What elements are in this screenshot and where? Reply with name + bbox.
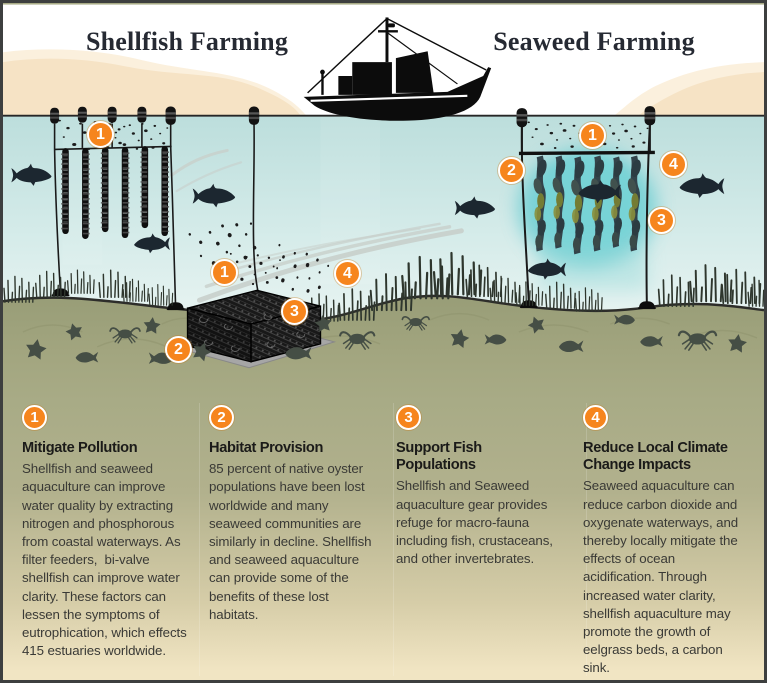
- marker-cage-habitat: 2: [165, 336, 192, 363]
- marker-seaweed-pollution: 1: [579, 122, 606, 149]
- current-swoosh: [170, 148, 464, 303]
- marker-eelgrass-climate: 4: [334, 260, 361, 287]
- legend-title-3: Support Fish Populations: [396, 440, 482, 474]
- marker-seaweed-habitat: 2: [498, 157, 525, 184]
- legend-item-habitat-provision: 2 Habitat Provision 85 percent of native…: [209, 405, 375, 678]
- legend-item-climate: 4 Reduce Local Climate Change Impacts Se…: [583, 405, 749, 678]
- sand-dune-left: [3, 49, 307, 116]
- column-divider: [393, 403, 394, 676]
- legend-body-1: Shellfish and seaweed aquaculture can im…: [22, 461, 191, 659]
- legend-badge-1: 1: [22, 405, 47, 430]
- legend-body-4: Seaweed aquaculture can reduce carbon di…: [583, 478, 742, 676]
- sand-dune-right: [614, 62, 764, 116]
- shellfish-farming-title: Shellfish Farming: [85, 27, 289, 56]
- marker-seaweed-climate: 4: [660, 151, 687, 178]
- seaweed-header-line: [518, 150, 655, 156]
- legend-badge-3: 3: [396, 405, 421, 430]
- legend-title-4: Reduce Local Climate Change Impacts: [583, 440, 728, 474]
- mussel-farm: [50, 106, 260, 309]
- column-divider: [586, 403, 587, 676]
- marker-cage-pollution: 1: [211, 259, 238, 286]
- seaweed-farming-title: Seaweed Farming: [493, 27, 695, 56]
- legend-badge-2: 2: [209, 405, 234, 430]
- ocean-scene: [3, 4, 764, 402]
- boat-icon: [303, 17, 492, 121]
- oyster-cage-icon: [167, 213, 337, 369]
- legend: 1 Mitigate Pollution Shellfish and seawe…: [3, 405, 764, 678]
- column-divider: [199, 403, 200, 676]
- marker-cage-fish: 3: [281, 298, 308, 325]
- legend-badge-4: 4: [583, 405, 608, 430]
- legend-body-2: 85 percent of native oyster populations …: [209, 461, 376, 622]
- marker-mussel-pollution: 1: [87, 121, 114, 148]
- legend-title-1: Mitigate Pollution: [22, 440, 138, 456]
- marker-seaweed-fish: 3: [648, 207, 675, 234]
- legend-title-2: Habitat Provision: [209, 440, 324, 456]
- seaweed-farm: [516, 106, 657, 308]
- legend-item-mitigate-pollution: 1 Mitigate Pollution Shellfish and seawe…: [22, 405, 188, 678]
- seafloor: [3, 294, 764, 402]
- mussel-line-icon: [61, 146, 170, 240]
- legend-item-support-fish: 3 Support Fish Populations Shellfish and…: [396, 405, 562, 678]
- legend-body-3: Shellfish and Seaweed aquaculture gear p…: [396, 478, 557, 567]
